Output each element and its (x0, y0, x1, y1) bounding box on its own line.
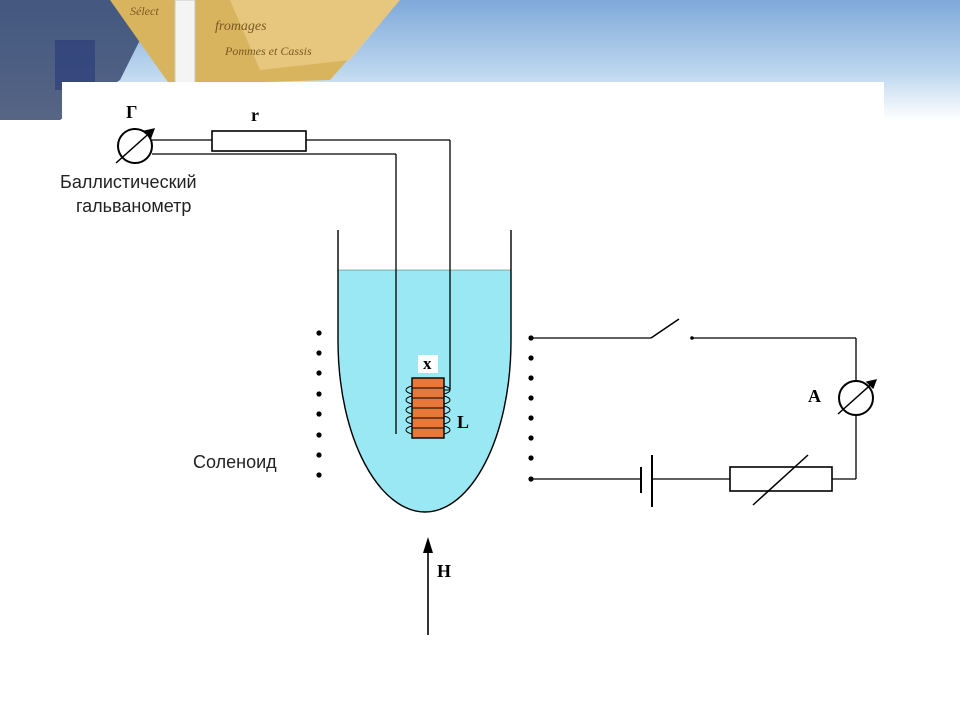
solenoid-left (316, 330, 322, 478)
power-circuit (531, 318, 878, 507)
galvanometer-symbol-label: Г (126, 102, 137, 122)
galvanometer-arrowhead (143, 128, 156, 139)
galvanometer-caption-2: гальванометр (76, 196, 191, 216)
sample-label: x (423, 354, 432, 373)
ammeter-needle (837, 379, 877, 415)
banner-script-1: fromages (215, 19, 267, 34)
solenoid-right (528, 335, 534, 482)
galvanometer (117, 128, 153, 164)
ammeter-label: А (808, 386, 821, 406)
banner-blue-spine (55, 40, 95, 90)
field-arrow (423, 537, 433, 635)
coil-assembly (405, 355, 451, 439)
rheostat-arrow (752, 454, 809, 506)
galvanometer-needle (115, 128, 155, 164)
vessel-wall (337, 230, 512, 513)
switch-blade (650, 318, 680, 339)
sample-label-box (418, 355, 438, 373)
resistor-r (211, 130, 307, 152)
banner-script-2: Pommes et Cassis (224, 44, 312, 58)
banner-paper-shade (230, 0, 400, 70)
coil-label: L (457, 412, 469, 432)
solenoid-label: Соленоид (193, 452, 277, 472)
banner-script-3: Sélect (130, 4, 159, 18)
ammeter (838, 380, 874, 416)
switch-contact (690, 336, 694, 340)
ammeter-arrowhead (865, 379, 878, 390)
galvanometer-caption-1: Баллистический (60, 172, 197, 192)
resistor-r-label: r (251, 105, 259, 125)
field-label: H (437, 561, 451, 581)
